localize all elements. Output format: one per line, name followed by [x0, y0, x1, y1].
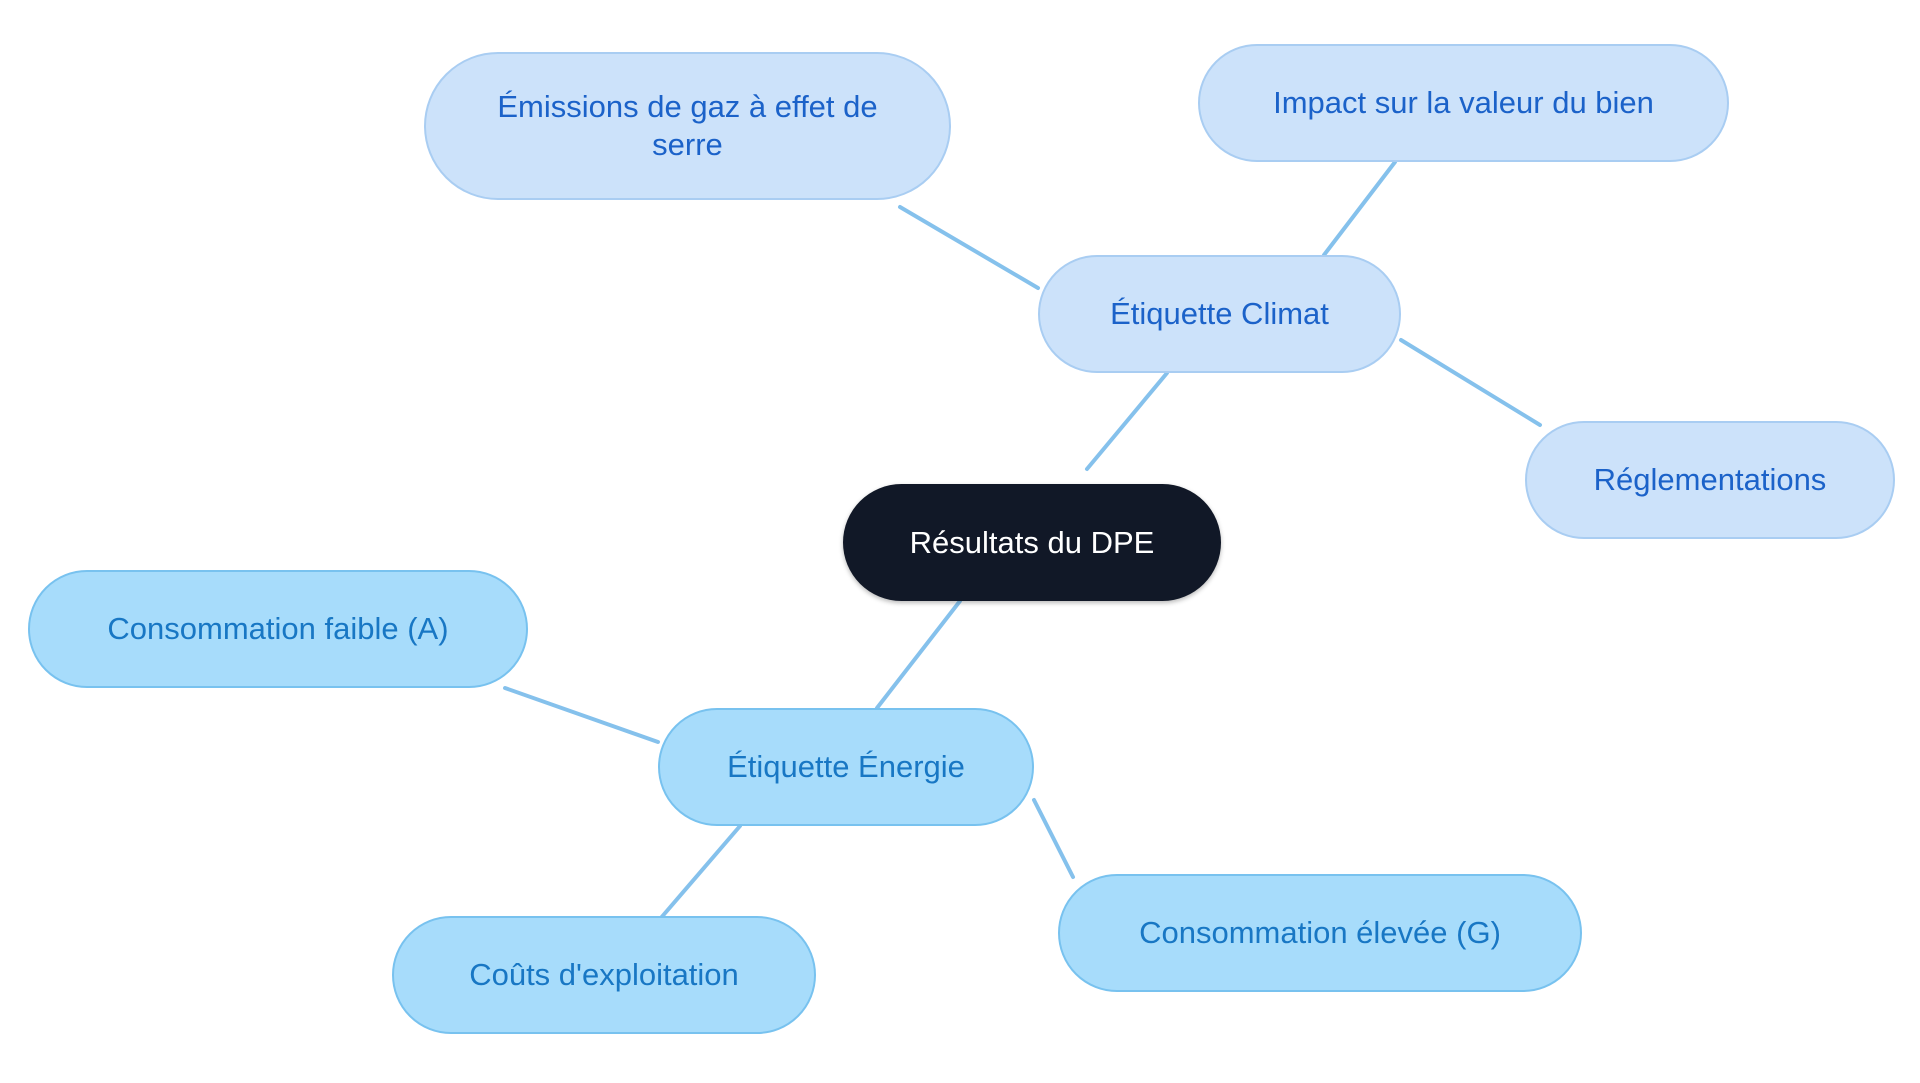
mindmap-leaf-reglementations[interactable]: Réglementations — [1525, 421, 1895, 539]
mindmap-leaf-emissions[interactable]: Émissions de gaz à effet de serre — [424, 52, 951, 200]
mindmap-leaf-consommation-elevee[interactable]: Consommation élevée (G) — [1058, 874, 1582, 992]
edge-root-energie — [875, 599, 962, 710]
edge-energie-elevee — [1032, 798, 1075, 879]
mindmap-branch-energie[interactable]: Étiquette Énergie — [658, 708, 1034, 826]
edge-root-climat — [1085, 371, 1169, 471]
mindmap-leaf-consommation-faible[interactable]: Consommation faible (A) — [28, 570, 528, 688]
mindmap-root-node[interactable]: Résultats du DPE — [843, 484, 1221, 601]
edge-energie-couts — [658, 824, 742, 921]
edge-energie-faible — [503, 686, 660, 744]
edge-climat-reglementations — [1399, 338, 1542, 427]
edge-climat-emissions — [898, 205, 1040, 290]
mindmap-leaf-impact-valeur[interactable]: Impact sur la valeur du bien — [1198, 44, 1729, 162]
edge-climat-impact — [1322, 160, 1397, 257]
mindmap-branch-climat[interactable]: Étiquette Climat — [1038, 255, 1401, 373]
mindmap-leaf-couts-exploitation[interactable]: Coûts d'exploitation — [392, 916, 816, 1034]
